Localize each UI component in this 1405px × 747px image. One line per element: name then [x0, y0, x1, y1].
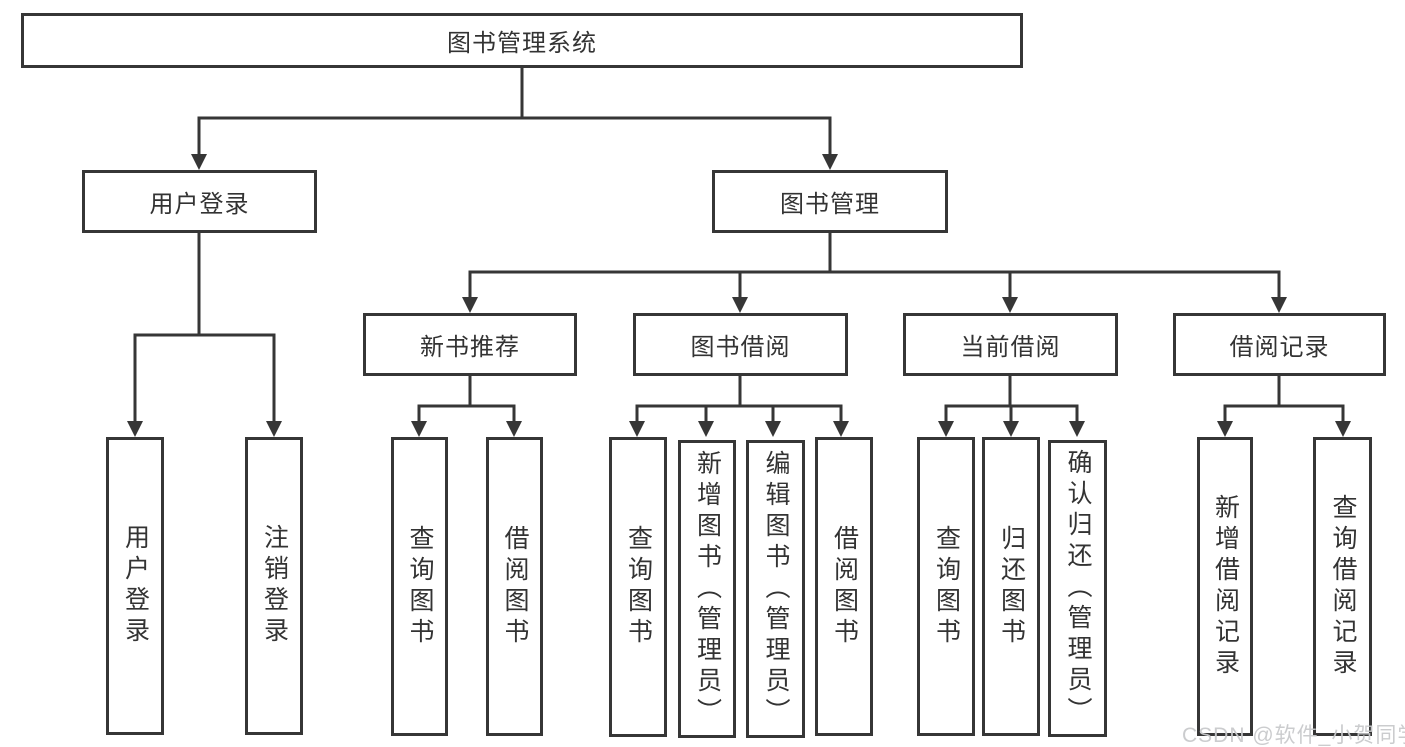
- node-borrow-record: 借阅记录: [1173, 313, 1386, 376]
- arrow-down-icons: [127, 154, 1351, 437]
- node-label: 新增借阅记录: [1211, 493, 1240, 680]
- tree-edges: [133, 68, 1345, 424]
- node-user-login-group: 用户登录: [82, 170, 317, 233]
- node-label: 图书管理: [780, 191, 880, 218]
- leaf-borrow-book: 借阅图书: [815, 437, 873, 736]
- node-label: 查询图书: [932, 524, 961, 649]
- node-label: 借阅记录: [1229, 334, 1330, 361]
- leaf-user-login: 用户登录: [106, 437, 164, 735]
- node-label: 新增图书（管理员）: [693, 449, 722, 729]
- leaf-query-borrow-record: 查询借阅记录: [1313, 437, 1372, 736]
- node-label: 确认归还（管理员）: [1064, 449, 1092, 728]
- node-label: 查询图书: [624, 525, 653, 649]
- leaf-query-book-current: 查询图书: [917, 437, 975, 736]
- node-label: 当前借阅: [960, 334, 1061, 361]
- leaf-logout-login: 注销登录: [245, 437, 303, 735]
- node-book-management: 图书管理: [712, 170, 948, 233]
- leaf-borrow-book-recommend: 借阅图书: [486, 437, 543, 736]
- leaf-edit-book-admin: 编辑图书（管理员）: [746, 440, 805, 738]
- node-label: 编辑图书（管理员）: [762, 449, 790, 729]
- leaf-confirm-return-admin: 确认归还（管理员）: [1048, 440, 1107, 737]
- node-label: 查询借阅记录: [1329, 493, 1357, 680]
- leaf-query-book-recommend: 查询图书: [391, 437, 448, 736]
- node-label: 用户登录: [149, 191, 250, 218]
- node-label: 图书管理系统: [447, 30, 597, 57]
- node-label: 借阅图书: [830, 524, 859, 649]
- node-label: 新书推荐: [420, 334, 520, 361]
- node-label: 查询图书: [406, 524, 434, 649]
- node-new-book-recommend: 新书推荐: [363, 313, 577, 376]
- node-label: 注销登录: [260, 524, 289, 648]
- leaf-add-borrow-record: 新增借阅记录: [1197, 437, 1253, 736]
- node-book-borrow: 图书借阅: [633, 313, 848, 376]
- node-current-borrow: 当前借阅: [903, 313, 1118, 376]
- csdn-watermark: CSDN @软件_小贺同学: [1182, 724, 1405, 747]
- node-label: 归还图书: [997, 524, 1026, 649]
- node-label: 借阅图书: [501, 524, 529, 649]
- node-library-system: 图书管理系统: [21, 13, 1023, 68]
- node-label: 图书借阅: [690, 334, 791, 361]
- leaf-return-book: 归还图书: [982, 437, 1040, 736]
- leaf-add-book-admin: 新增图书（管理员）: [678, 440, 736, 738]
- leaf-query-book-borrow: 查询图书: [609, 437, 667, 737]
- node-label: 用户登录: [121, 524, 150, 648]
